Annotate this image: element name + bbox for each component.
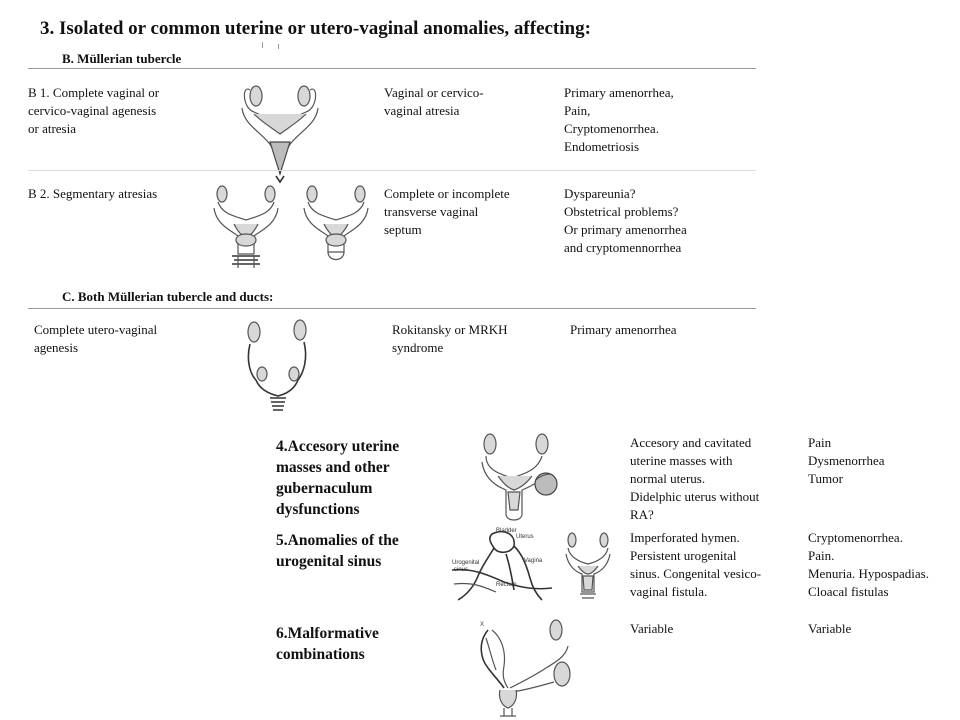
section-b-divider: [28, 68, 756, 69]
section-6-number: 6.: [276, 625, 288, 642]
section-6-description: Variable: [630, 621, 674, 636]
section-6-title-text: Malformative combinations: [276, 625, 379, 663]
section-4-title: 4.Accesory uterine masses and other gube…: [276, 436, 456, 520]
section-5-sagittal-illustration: Bladder Uterus Urogenital sinus Vagina R…: [451, 528, 553, 601]
section-5-symptoms: Cryptomenorrhea. Pain. Menuria. Hypospad…: [808, 530, 929, 599]
section-5-frontal-illustration: [565, 532, 611, 599]
label-rectum: Rectum: [496, 582, 517, 588]
c-symptoms: Primary amenorrhea: [570, 322, 677, 337]
b1-uterus-illustration: [241, 85, 319, 184]
section-6-symptoms: Variable: [808, 621, 852, 636]
label-uterus: Uterus: [516, 534, 534, 540]
section-4-description: Accesory and cavitated uterine masses wi…: [630, 435, 760, 522]
section-4-accessory-mass-illustration: [481, 433, 558, 521]
section-4-title-text: Accesory uterine masses and other gubern…: [276, 438, 400, 518]
b2-name: B 2. Segmentary atresias: [28, 186, 158, 201]
title-mark: [278, 44, 279, 49]
b2-description: Complete or incomplete transverse vagina…: [384, 186, 510, 237]
b1-name: B 1. Complete vaginal or cervico-vaginal…: [28, 85, 160, 136]
b-row-divider: [28, 170, 756, 171]
b2-septum-illustration-right: [303, 185, 369, 261]
section-c-heading: C. Both Müllerian tubercle and ducts:: [62, 289, 274, 304]
b1-description: Vaginal or cervico- vaginal atresia: [384, 85, 484, 118]
section-5-description: Imperforated hymen. Persistent urogenita…: [630, 530, 762, 599]
b2-symptoms: Dyspareunia? Obstetrical problems? Or pr…: [564, 186, 687, 255]
label-x: X: [480, 622, 484, 628]
page-title: 3. Isolated or common uterine or utero-v…: [40, 18, 591, 39]
section-4-symptoms: Pain Dysmenorrhea Tumor: [808, 435, 885, 486]
section-5-title-text: Anomalies of the urogenital sinus: [276, 532, 399, 570]
b2-septum-illustration-left: [213, 185, 279, 268]
section-b-heading: B. Müllerian tubercle: [62, 51, 182, 66]
section-5-title: 5.Anomalies of the urogenital sinus: [276, 530, 456, 572]
section-6-title: 6.Malformative combinations: [276, 623, 456, 665]
b1-symptoms: Primary amenorrhea, Pain, Cryptomenorrhe…: [564, 85, 674, 154]
section-4-number: 4.: [276, 438, 288, 455]
title-mark: [262, 42, 263, 48]
section-5-number: 5.: [276, 532, 288, 549]
section-6-combination-illustration: X: [480, 619, 571, 717]
c-description: Rokitansky or MRKH syndrome: [392, 322, 508, 355]
section-c-divider: [28, 308, 756, 309]
label-urogenital-sinus-1: Urogenital: [452, 560, 479, 566]
label-vagina: Vagina: [524, 558, 543, 564]
c-name: Complete utero-vaginal agenesis: [34, 322, 158, 355]
c-mrkh-illustration: [247, 319, 307, 411]
label-bladder: Bladder: [496, 528, 517, 534]
label-urogenital-sinus-2: sinus: [454, 567, 468, 573]
